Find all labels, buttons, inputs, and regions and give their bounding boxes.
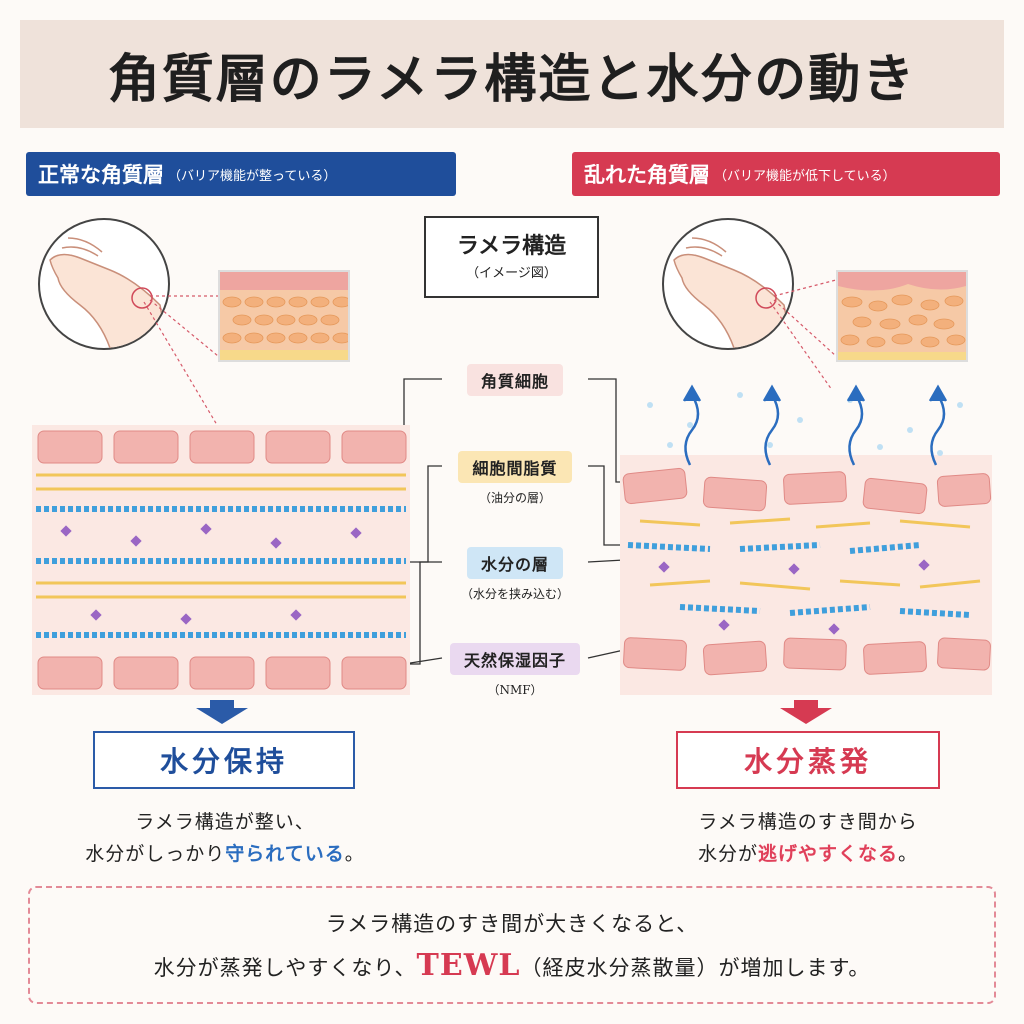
evaporation-arrow-icon bbox=[682, 384, 948, 466]
lamella-structure-box: ラメラ構造 （イメージ図） bbox=[424, 216, 599, 298]
label-keratinocyte: 角質細胞 bbox=[440, 364, 590, 396]
scattered-keratinocytes-top bbox=[622, 467, 992, 515]
label-nmf-text: 天然保湿因子 bbox=[449, 643, 580, 675]
summary-line2-post: （経皮水分蒸散量）が増加します。 bbox=[520, 956, 871, 980]
keratinocyte-row-top bbox=[37, 430, 407, 464]
lipid-layers bbox=[36, 473, 406, 599]
hand-circle-right bbox=[662, 218, 794, 350]
title-bar: 角質層のラメラ構造と水分の動き bbox=[20, 20, 1004, 128]
water-evaporation-title: 水分蒸発 bbox=[743, 745, 872, 778]
label-nmf: 天然保湿因子 （NMF） bbox=[440, 643, 590, 698]
summary-box: ラメラ構造のすき間が大きくなると、 水分が蒸発しやすくなり、TEWL（経皮水分蒸… bbox=[28, 886, 996, 1004]
water-evaporation-box: 水分蒸発 bbox=[676, 731, 940, 789]
right-desc-highlight: 逃げやすくなる bbox=[757, 843, 898, 865]
normal-layer-tag-main: 正常な角質層 bbox=[38, 162, 164, 187]
left-description: ラメラ構造が整い、 水分がしっかり守られている。 bbox=[30, 806, 420, 870]
hand-icon bbox=[673, 237, 792, 348]
lamella-title: ラメラ構造 bbox=[456, 233, 567, 259]
right-desc-post: 。 bbox=[898, 843, 919, 865]
left-desc-line2: 水分がしっかり守られている。 bbox=[30, 838, 420, 870]
normal-layer-tag-sub: （バリア機能が整っている） bbox=[168, 168, 337, 184]
label-water: 水分の層 （水分を挟み込む） bbox=[440, 547, 590, 602]
summary-line1: ラメラ構造のすき間が大きくなると、 bbox=[325, 912, 699, 936]
normal-lamella-diagram bbox=[32, 425, 410, 695]
skin-zoom-left bbox=[218, 270, 352, 362]
left-desc-pre: 水分がしっかり bbox=[85, 843, 226, 865]
left-desc-post: 。 bbox=[344, 843, 365, 865]
label-water-sub: （水分を挟み込む） bbox=[460, 587, 569, 601]
broken-water-layers bbox=[627, 542, 971, 618]
damaged-layer-tag-main: 乱れた角質層 bbox=[584, 162, 710, 187]
label-water-text: 水分の層 bbox=[466, 547, 563, 579]
page-title: 角質層のラメラ構造と水分の動き bbox=[107, 48, 917, 110]
arrow-down-icon bbox=[780, 700, 832, 724]
right-desc-pre: 水分が bbox=[697, 843, 758, 865]
right-desc-line2: 水分が逃げやすくなる。 bbox=[612, 838, 1004, 870]
damaged-lamella-diagram bbox=[620, 384, 992, 695]
hand-circle-left bbox=[38, 218, 170, 350]
water-retention-box: 水分保持 bbox=[93, 731, 355, 789]
arrow-down-icon bbox=[196, 700, 248, 724]
evaporating-water-dots bbox=[647, 392, 963, 456]
left-desc-highlight: 守られている bbox=[225, 843, 345, 865]
broken-lipid-layers bbox=[639, 517, 981, 591]
label-lipid-sub: （油分の層） bbox=[478, 491, 551, 505]
water-retention-title: 水分保持 bbox=[159, 745, 288, 778]
scattered-keratinocytes-bottom bbox=[623, 637, 991, 676]
summary-line2-pre: 水分が蒸発しやすくなり、 bbox=[153, 956, 417, 980]
damaged-layer-tag: 乱れた角質層 （バリア機能が低下している） bbox=[572, 152, 1000, 196]
label-lipid-text: 細胞間脂質 bbox=[458, 451, 572, 483]
left-desc-line1: ラメラ構造が整い、 bbox=[135, 811, 315, 833]
hand-icon bbox=[49, 237, 168, 348]
skin-zoom-right bbox=[836, 270, 968, 362]
label-nmf-sub: （NMF） bbox=[487, 683, 543, 697]
label-keratinocyte-text: 角質細胞 bbox=[466, 364, 563, 396]
summary-line2: 水分が蒸発しやすくなり、TEWL（経皮水分蒸散量）が増加します。 bbox=[30, 948, 994, 983]
water-layers bbox=[36, 506, 406, 638]
normal-layer-tag: 正常な角質層 （バリア機能が整っている） bbox=[26, 152, 456, 196]
right-description: ラメラ構造のすき間から 水分が逃げやすくなる。 bbox=[612, 806, 1004, 870]
summary-tewl: TEWL bbox=[416, 948, 521, 983]
damaged-layer-tag-sub: （バリア機能が低下している） bbox=[714, 168, 896, 184]
label-lipid: 細胞間脂質 （油分の層） bbox=[440, 451, 590, 506]
lamella-sub: （イメージ図） bbox=[466, 266, 557, 281]
right-desc-line1: ラメラ構造のすき間から bbox=[698, 811, 918, 833]
keratinocyte-row-bottom bbox=[37, 656, 407, 690]
